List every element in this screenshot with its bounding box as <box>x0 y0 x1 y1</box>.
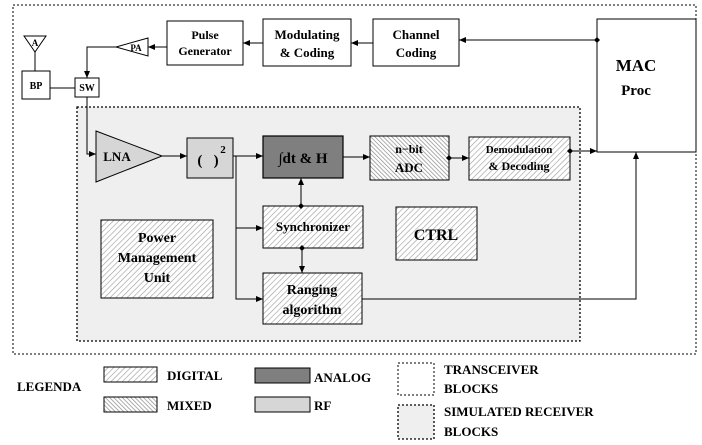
squarer-block: ( ) 2 <box>186 137 234 179</box>
legend-digital-label: DIGITAL <box>167 368 223 383</box>
demodulation-label-1: Demodulation <box>486 144 553 156</box>
squarer-exponent: 2 <box>220 144 226 156</box>
legend-transceiver-label-1: TRANSCEIVER <box>444 362 539 377</box>
bandpass-label: BP <box>30 81 43 92</box>
ranging-block: Ranging algorithm <box>262 272 363 325</box>
power-amp-label: PA <box>130 43 142 53</box>
legend-rf-label: RF <box>314 398 331 413</box>
ranging-label-1: Ranging <box>287 283 338 298</box>
mac-proc-block: MAC Proc <box>596 18 697 153</box>
mac-proc-label-1: MAC <box>616 56 657 75</box>
power-management-label-1: Power <box>138 231 176 246</box>
antenna-label: A <box>32 38 39 48</box>
legend-simulated-label-2: BLOCKS <box>444 424 498 439</box>
pulse-generator-label-2: Generator <box>178 44 232 58</box>
integrator-label: ∫dt & H <box>277 151 327 167</box>
power-amp-block: PA <box>114 37 149 57</box>
demodulation-block: Demodulation & Decoding <box>468 136 571 181</box>
power-management-label-3: Unit <box>144 271 171 286</box>
power-management-block: Power Management Unit <box>100 219 214 299</box>
legend-transceiver-label-2: BLOCKS <box>444 381 498 396</box>
legend-mixed: MIXED <box>103 396 212 413</box>
pulse-generator-block: Pulse Generator <box>166 20 244 66</box>
lna-block: LNA <box>95 130 164 183</box>
modulating-coding-label-1: Modulating <box>274 27 340 42</box>
legend-simulated: SIMULATED RECEIVER BLOCKS <box>397 404 594 440</box>
integrator-block: ∫dt & H <box>262 135 344 179</box>
legend-transceiver: TRANSCEIVER BLOCKS <box>397 362 539 396</box>
channel-coding-label-1: Channel <box>393 27 440 42</box>
pulse-generator-label-1: Pulse <box>191 28 219 42</box>
legend-analog-label: ANALOG <box>314 370 371 385</box>
ctrl-label: CTRL <box>414 227 458 244</box>
legend-analog: ANALOG <box>254 367 371 385</box>
switch-block: SW <box>74 77 100 98</box>
ctrl-block: CTRL <box>395 206 478 261</box>
mac-proc-label-2: Proc <box>621 83 651 99</box>
power-management-label-2: Management <box>118 251 197 266</box>
ranging-label-2: algorithm <box>282 303 341 318</box>
adc-block: n−bit ADC <box>369 135 450 181</box>
transceiver-boundary <box>12 4 697 355</box>
synchronizer-block: Synchronizer <box>262 205 364 249</box>
channel-coding-label-2: Coding <box>396 45 437 60</box>
legend-mixed-label: MIXED <box>167 398 212 413</box>
adc-label-2: ADC <box>395 160 423 175</box>
channel-coding-block: Channel Coding <box>372 18 460 67</box>
squarer-label: ( ) <box>197 153 218 169</box>
switch-label: SW <box>79 83 95 94</box>
legend-title: LEGENDA <box>17 379 82 394</box>
synchronizer-label: Synchronizer <box>276 219 350 234</box>
lna-label: LNA <box>103 149 131 164</box>
bandpass-block: BP <box>21 70 51 100</box>
legend-digital: DIGITAL <box>103 366 223 383</box>
legend-rf: RF <box>254 396 331 413</box>
adc-label-1: n−bit <box>395 142 423 156</box>
modulating-coding-label-2: & Coding <box>280 45 335 60</box>
legend-simulated-label-1: SIMULATED RECEIVER <box>444 404 594 419</box>
modulating-coding-block: Modulating & Coding <box>262 18 352 67</box>
demodulation-label-2: & Decoding <box>489 159 550 173</box>
antenna-icon: A <box>23 35 47 71</box>
